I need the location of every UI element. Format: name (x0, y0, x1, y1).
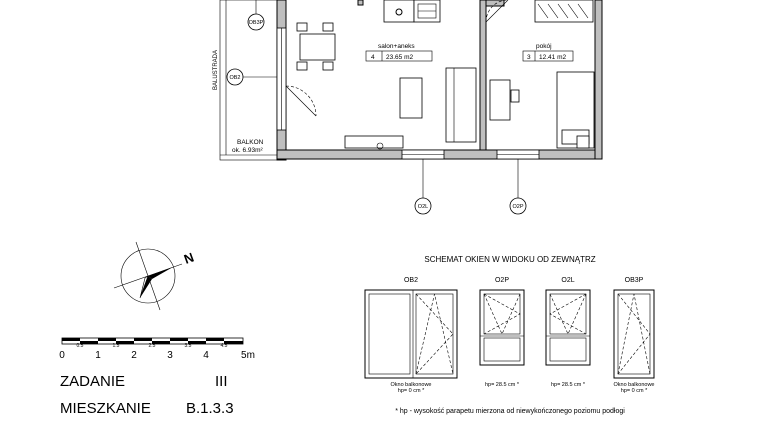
compass-ring (120, 248, 176, 304)
scale-minor-label: 2.5 (149, 343, 156, 349)
tag-ob2: OB2 (229, 75, 240, 81)
scale-minor-label: 4.5 (221, 343, 228, 349)
compass-north-label: N (182, 250, 196, 267)
schema-code-o2p: O2P (495, 277, 509, 284)
tv-cabinet (344, 135, 404, 149)
dining-table (299, 33, 336, 61)
schema-note-ob3p: Okno balkonowe (614, 382, 655, 388)
window-schema: SCHEMAT OKIEN W WIDOKU OD ZEWNĄTRZ OB2 O… (364, 255, 655, 415)
compass-needle (148, 267, 173, 279)
coffee-table (399, 77, 423, 119)
schema-note-ob3p-hp: hp= 0 cm * (621, 388, 648, 394)
info-value-mieszkanie: B.1.3.3 (186, 400, 234, 417)
schema-note-o2l: hp= 28.5 cm * (551, 382, 586, 388)
east-wall (594, 0, 603, 160)
scale-major-label: 2 (131, 350, 137, 361)
scale-major-label: 4 (203, 350, 209, 361)
schema-window-ob3p (613, 289, 655, 379)
schema-note-o2p: hp= 28.5 cm * (485, 382, 520, 388)
room-area-pokoj: 12.41 m2 (539, 54, 566, 61)
apartment-info: ZADANIE III MIESZKANIE B.1.3.3 (60, 373, 234, 417)
info-label-mieszkanie: MIESZKANIE (60, 400, 151, 417)
room-number-pokoj: 3 (527, 54, 531, 61)
wardrobe (534, 0, 594, 23)
schema-note-ob2: Okno balkonowe (391, 382, 432, 388)
partition-wall (479, 0, 487, 151)
room-name-pokoj: pokój (536, 43, 552, 50)
scale-minor-label: 3.5 (185, 343, 192, 349)
schema-window-o2l (545, 289, 591, 366)
schema-footnote: * hp - wysokość parapetu mierzona od nie… (395, 408, 625, 415)
schema-title: SCHEMAT OKIEN W WIDOKU OD ZEWNĄTRZ (424, 255, 595, 264)
info-label-zadanie: ZADANIE (60, 373, 125, 390)
schema-code-ob2: OB2 (404, 277, 418, 284)
desk (489, 79, 511, 121)
schema-note-ob2-hp: hp= 0 cm * (398, 388, 425, 394)
schema-window-ob2 (364, 289, 458, 379)
scale-minor-label: 0.5 (77, 343, 84, 349)
info-value-zadanie: III (215, 373, 228, 390)
schema-window-o2p (479, 289, 525, 366)
schema-code-ob3p: OB3P (625, 277, 644, 284)
balcony-area: ok. 6.93m² (232, 147, 264, 154)
scale-bar: 0.5 1.5 2.5 3.5 4.5 0 1 2 3 4 5m (59, 337, 255, 361)
scale-major-label: 1 (95, 350, 101, 361)
tag-ob3p: OB3P (249, 20, 264, 26)
sofa (445, 67, 477, 143)
scale-major-label: 3 (167, 350, 173, 361)
kitchen-counter (383, 0, 415, 23)
compass: N (113, 241, 196, 311)
room-number-salon: 4 (371, 54, 375, 61)
balcony-label: BALKON (237, 139, 264, 146)
scale-major-label: 5m (241, 350, 255, 361)
schema-code-o2l: O2L (561, 277, 574, 284)
room-name-salon: salon+aneks (378, 43, 415, 50)
scale-minor-label: 1.5 (113, 343, 120, 349)
room-area-salon: 23.65 m2 (386, 54, 413, 61)
tag-o2p: O2P (512, 204, 523, 210)
scale-major-label: 0 (59, 350, 65, 361)
tag-o2l: O2L (418, 204, 428, 210)
floor-plan: BALUSTRADA BALKON ok. 6.93m² salo (213, 0, 603, 215)
balustrade-label: BALUSTRADA (213, 50, 219, 90)
